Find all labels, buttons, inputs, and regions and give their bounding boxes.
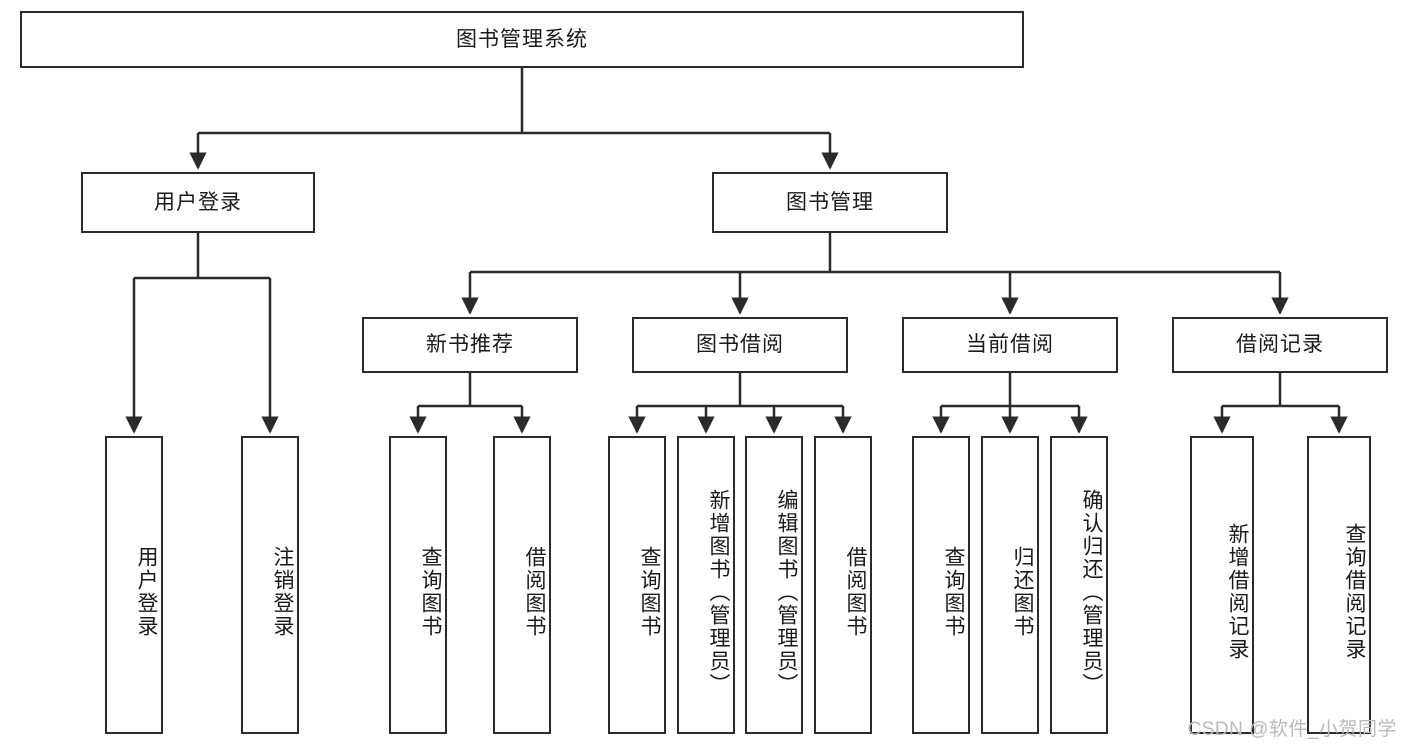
node-borrow-record[interactable]: 借阅记录 xyxy=(1172,317,1388,373)
node-current-borrow[interactable]: 当前借阅 xyxy=(902,317,1118,373)
node-leaf-confirm-return[interactable]: 确认归还（管理员） xyxy=(1050,436,1108,734)
node-leaf-borrow-book-2[interactable]: 借阅图书 xyxy=(814,436,872,734)
node-leaf-user-login[interactable]: 用户登录 xyxy=(105,436,163,734)
node-new-book-rec[interactable]: 新书推荐 xyxy=(362,317,578,373)
node-leaf-borrow-book-1[interactable]: 借阅图书 xyxy=(493,436,551,734)
node-leaf-return-book-label: 归还图书 xyxy=(1011,546,1034,638)
node-leaf-query-book-3[interactable]: 查询图书 xyxy=(912,436,970,734)
node-book-manage-label: 图书管理 xyxy=(786,190,874,214)
node-borrow-record-label: 借阅记录 xyxy=(1236,333,1324,357)
node-root-label: 图书管理系统 xyxy=(456,27,588,51)
node-leaf-query-book-3-label: 查询图书 xyxy=(942,546,965,638)
node-leaf-query-book-2[interactable]: 查询图书 xyxy=(608,436,666,734)
csdn-watermark: CSDN @软件_小贺同学 xyxy=(1187,719,1397,740)
node-leaf-query-book-1[interactable]: 查询图书 xyxy=(389,436,447,734)
node-book-borrow[interactable]: 图书借阅 xyxy=(632,317,848,373)
node-leaf-query-book-2-label: 查询图书 xyxy=(638,546,661,638)
node-leaf-add-record[interactable]: 新增借阅记录 xyxy=(1190,436,1254,734)
node-leaf-query-book-1-label: 查询图书 xyxy=(419,546,442,638)
node-leaf-edit-book-label: 编辑图书（管理员） xyxy=(775,488,798,696)
node-leaf-borrow-book-1-label: 借阅图书 xyxy=(523,546,546,638)
node-new-book-rec-label: 新书推荐 xyxy=(426,333,514,357)
node-leaf-add-book[interactable]: 新增图书（管理员） xyxy=(677,436,735,734)
node-user-login[interactable]: 用户登录 xyxy=(81,172,315,233)
node-leaf-logout-label: 注销登录 xyxy=(271,546,294,638)
node-leaf-return-book[interactable]: 归还图书 xyxy=(981,436,1039,734)
node-leaf-logout[interactable]: 注销登录 xyxy=(241,436,299,734)
node-leaf-confirm-return-label: 确认归还（管理员） xyxy=(1080,488,1103,696)
node-user-login-label: 用户登录 xyxy=(154,190,242,214)
node-root[interactable]: 图书管理系统 xyxy=(20,11,1024,68)
node-leaf-user-login-label: 用户登录 xyxy=(135,546,158,638)
node-book-manage[interactable]: 图书管理 xyxy=(712,172,948,233)
node-leaf-add-book-label: 新增图书（管理员） xyxy=(707,488,730,696)
node-leaf-query-record[interactable]: 查询借阅记录 xyxy=(1307,436,1371,734)
node-current-borrow-label: 当前借阅 xyxy=(966,333,1054,357)
node-leaf-query-record-label: 查询借阅记录 xyxy=(1343,523,1366,661)
node-leaf-edit-book[interactable]: 编辑图书（管理员） xyxy=(745,436,803,734)
node-book-borrow-label: 图书借阅 xyxy=(696,333,784,357)
node-leaf-borrow-book-2-label: 借阅图书 xyxy=(844,546,867,638)
node-leaf-add-record-label: 新增借阅记录 xyxy=(1226,523,1249,661)
